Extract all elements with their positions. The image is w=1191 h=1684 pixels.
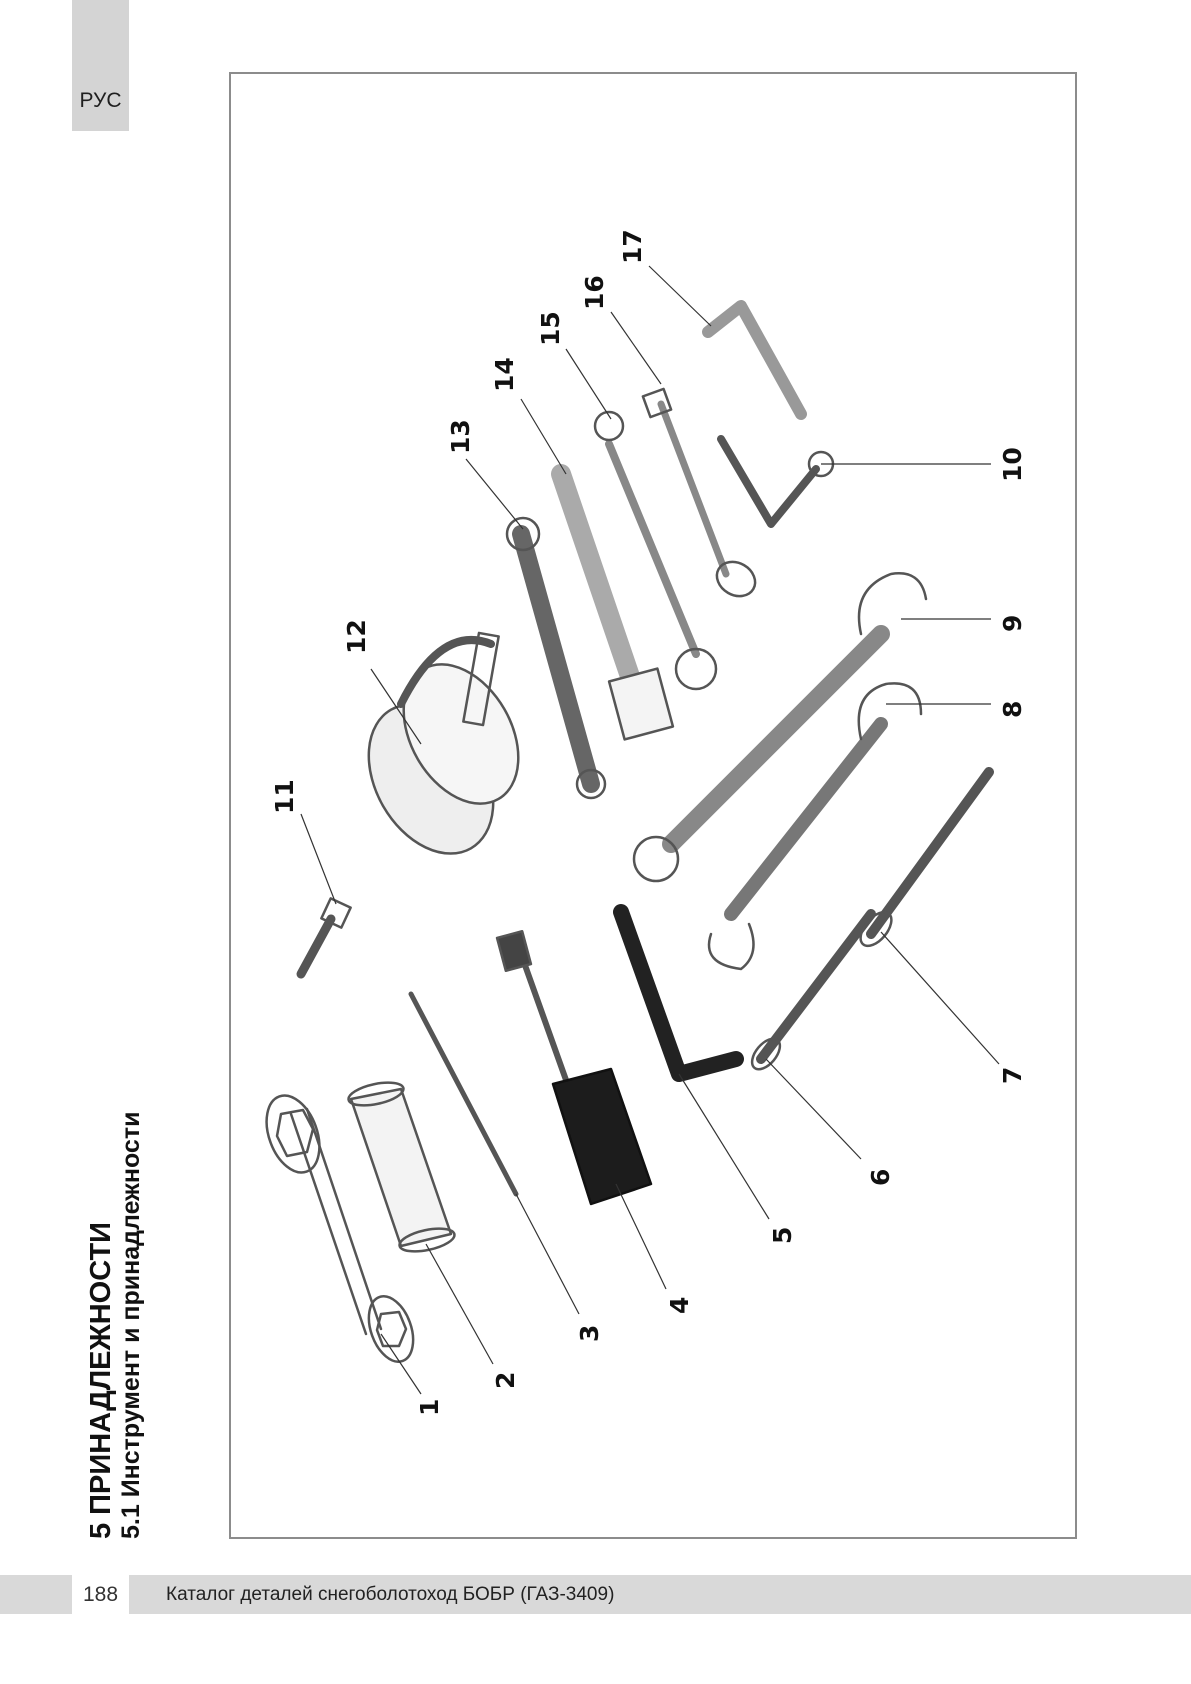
callout-7: 7 bbox=[998, 1067, 1027, 1084]
callout-3: 3 bbox=[575, 1325, 604, 1342]
hex-key-drawing bbox=[613, 904, 744, 1082]
ear-muffs-drawing bbox=[367, 631, 520, 855]
drift-punch-drawing bbox=[408, 991, 519, 1197]
callout-13: 13 bbox=[446, 419, 475, 454]
screwdriver-small-drawing bbox=[756, 909, 876, 1064]
callout-1: 1 bbox=[415, 1399, 444, 1416]
callout-5: 5 bbox=[768, 1227, 797, 1244]
callout-12: 12 bbox=[342, 619, 371, 654]
callout-8: 8 bbox=[998, 701, 1027, 718]
screwdriver-drawing bbox=[866, 767, 994, 939]
callout-6: 6 bbox=[866, 1169, 895, 1186]
language-label: РУС bbox=[79, 89, 122, 112]
bolt-drawing bbox=[296, 897, 352, 979]
callout-15: 15 bbox=[536, 311, 565, 346]
callout-11: 11 bbox=[270, 779, 299, 814]
offset-box-spanner-drawing bbox=[717, 435, 820, 528]
callout-14: 14 bbox=[490, 357, 519, 392]
tube-wrench-drawing bbox=[505, 516, 607, 800]
page-number: 188 bbox=[72, 1575, 129, 1614]
callout-9: 9 bbox=[998, 615, 1027, 632]
combination-wrench-drawing bbox=[632, 572, 928, 883]
section-title: 5 ПРИНАДЛЕЖНОСТИ bbox=[85, 1221, 117, 1539]
catalog-title: Каталог деталей снегоболотоход БОБР (ГАЗ… bbox=[166, 1584, 615, 1605]
tools-illustration: 1 2 3 4 5 6 7 8 9 10 11 12 13 14 15 16 1… bbox=[265, 229, 1027, 1416]
callout-4: 4 bbox=[665, 1297, 694, 1314]
open-end-wrench-drawing bbox=[707, 682, 923, 971]
t-socket-drawing bbox=[495, 929, 653, 1206]
callout-16: 16 bbox=[580, 275, 609, 310]
ring-spanner-drawing bbox=[265, 1094, 415, 1363]
callout-17: 17 bbox=[618, 229, 647, 264]
offset-ring-spanner-drawing bbox=[593, 410, 718, 691]
footer-bar bbox=[0, 1575, 1191, 1614]
section-subtitle: 5.1 Инструмент и принадлежности bbox=[117, 1111, 145, 1539]
callout-labels: 1 2 3 4 5 6 7 8 9 10 11 12 13 14 15 16 1… bbox=[270, 229, 1027, 1416]
callout-10: 10 bbox=[998, 447, 1027, 482]
l-hex-key-drawing bbox=[702, 300, 807, 420]
leader-lines bbox=[300, 265, 1000, 1395]
tube-socket-drawing bbox=[347, 1081, 456, 1253]
language-tab: РУС bbox=[72, 0, 129, 131]
callout-2: 2 bbox=[491, 1372, 520, 1389]
socket-wrench-large-drawing bbox=[551, 464, 675, 741]
illustration-frame: 1 2 3 4 5 6 7 8 9 10 11 12 13 14 15 16 1… bbox=[229, 72, 1077, 1539]
offset-ring-spanner-small-drawing bbox=[641, 387, 757, 598]
